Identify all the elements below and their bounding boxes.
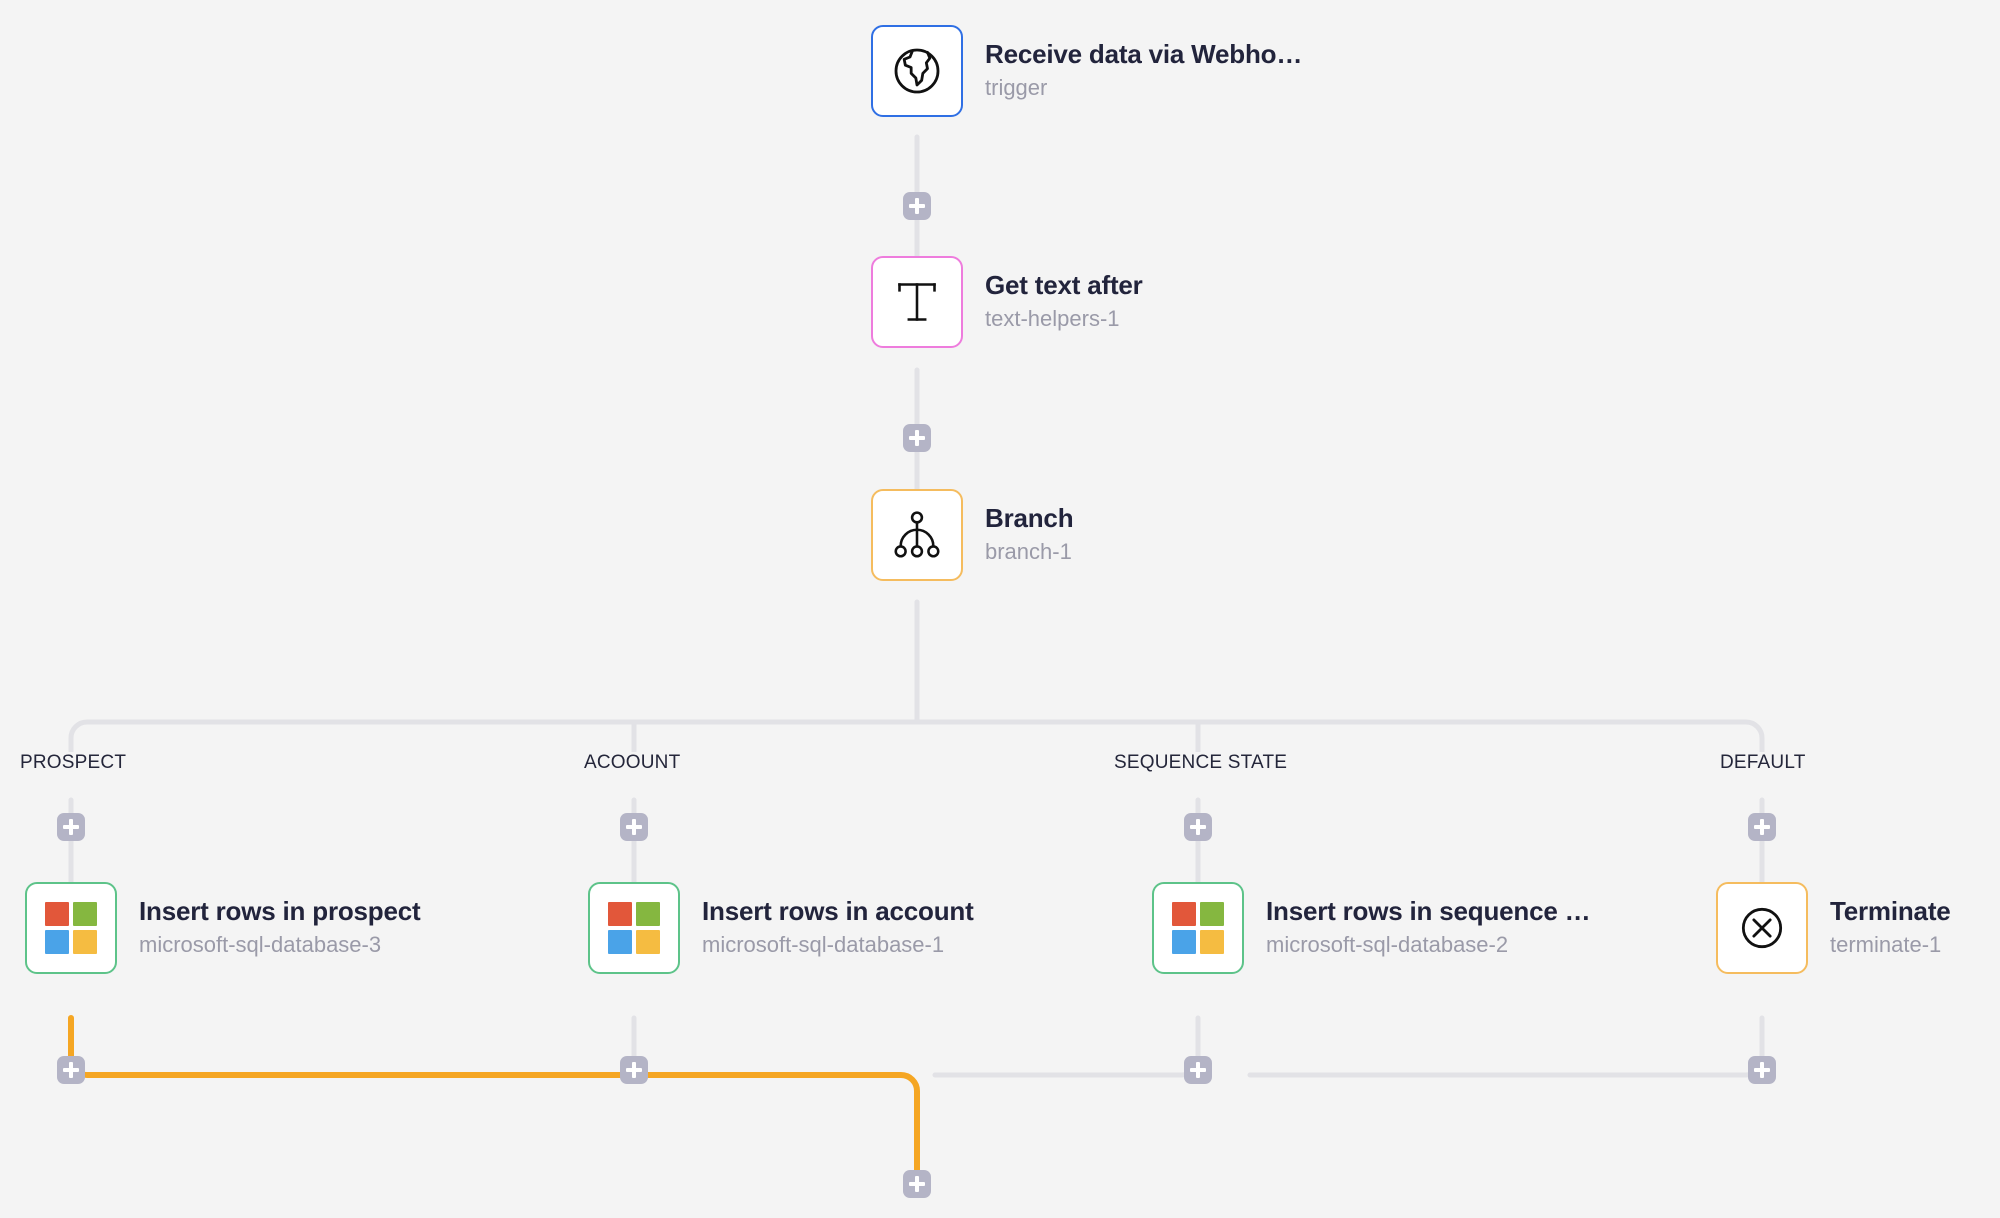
add-step-button-after-text-helpers[interactable] [903, 424, 931, 452]
node-label: Branch branch-1 [985, 502, 1074, 566]
node-branch-1[interactable]: Branch branch-1 [871, 489, 1074, 581]
node-title: Branch [985, 502, 1074, 533]
add-step-button-after-merge[interactable] [903, 1170, 931, 1198]
branch-label-default: DEFAULT [1714, 752, 1812, 774]
add-step-button-after-prospect[interactable] [57, 1056, 85, 1084]
edge-default-down [1247, 1015, 1765, 1078]
add-step-button-branch-sequence-state[interactable] [1184, 813, 1212, 841]
node-subtitle: microsoft-sql-database-2 [1266, 931, 1509, 957]
microsoft-logo-icon [45, 902, 97, 954]
node-subtitle: branch-1 [985, 538, 1072, 564]
node-label: Receive data via Webho… trigger [985, 38, 1303, 102]
edge-fanout-left [68, 719, 920, 765]
node-terminate-1[interactable]: Terminate terminate-1 [1716, 882, 1951, 974]
node-microsoft-sql-database-1[interactable]: Insert rows in account microsoft-sql-dat… [588, 882, 974, 974]
microsoft-logo-icon [608, 902, 660, 954]
node-icon-box[interactable] [871, 489, 963, 581]
node-microsoft-sql-database-2[interactable]: Insert rows in sequence … microsoft-sql-… [1152, 882, 1591, 974]
branch-label-prospect: PROSPECT [14, 752, 133, 774]
node-icon-box[interactable] [871, 25, 963, 117]
node-label: Insert rows in prospect microsoft-sql-da… [139, 895, 421, 959]
node-title: Insert rows in sequence … [1266, 895, 1591, 926]
node-microsoft-sql-database-3[interactable]: Insert rows in prospect microsoft-sql-da… [25, 882, 421, 974]
microsoft-logo-icon [1172, 902, 1224, 954]
node-subtitle: text-helpers-1 [985, 305, 1120, 331]
add-step-button-branch-default[interactable] [1748, 813, 1776, 841]
node-trigger[interactable]: Receive data via Webho… trigger [871, 25, 1302, 117]
node-icon-box[interactable] [25, 882, 117, 974]
branch-label-acoount: ACOOUNT [578, 752, 687, 774]
edge-fanout-right [914, 719, 1765, 765]
node-title: Terminate [1830, 895, 1951, 926]
node-icon-box[interactable] [1152, 882, 1244, 974]
node-subtitle: microsoft-sql-database-3 [139, 931, 382, 957]
add-step-button-after-account[interactable] [620, 1056, 648, 1084]
add-step-button-after-sequence[interactable] [1184, 1056, 1212, 1084]
globe-icon [889, 43, 945, 99]
text-t-icon [889, 274, 945, 330]
node-title: Insert rows in account [702, 895, 974, 926]
edge-account-down [631, 1015, 903, 1078]
node-label: Insert rows in sequence … microsoft-sql-… [1266, 895, 1591, 959]
node-text-helpers-1[interactable]: Get text after text-helpers-1 [871, 256, 1143, 348]
node-subtitle: microsoft-sql-database-1 [702, 931, 945, 957]
node-title: Receive data via Webho… [985, 38, 1303, 69]
node-label: Terminate terminate-1 [1830, 895, 1951, 959]
add-step-button-after-trigger[interactable] [903, 192, 931, 220]
node-icon-box[interactable] [588, 882, 680, 974]
add-step-button-branch-prospect[interactable] [57, 813, 85, 841]
terminate-x-circle-icon [1734, 900, 1790, 956]
branch-tree-icon [889, 507, 945, 563]
add-step-button-after-terminate[interactable] [1748, 1056, 1776, 1084]
branch-label-sequence-state: SEQUENCE STATE [1108, 752, 1294, 774]
node-subtitle: terminate-1 [1830, 931, 1942, 957]
node-icon-box[interactable] [871, 256, 963, 348]
node-title: Get text after [985, 269, 1143, 300]
edge-sequence-down [932, 1015, 1201, 1078]
node-label: Get text after text-helpers-1 [985, 269, 1143, 333]
add-step-button-branch-acoount[interactable] [620, 813, 648, 841]
node-icon-box[interactable] [1716, 882, 1808, 974]
node-subtitle: trigger [985, 74, 1048, 100]
edge-prospect-highlight [68, 1015, 920, 1173]
node-label: Insert rows in account microsoft-sql-dat… [702, 895, 974, 959]
node-title: Insert rows in prospect [139, 895, 421, 926]
